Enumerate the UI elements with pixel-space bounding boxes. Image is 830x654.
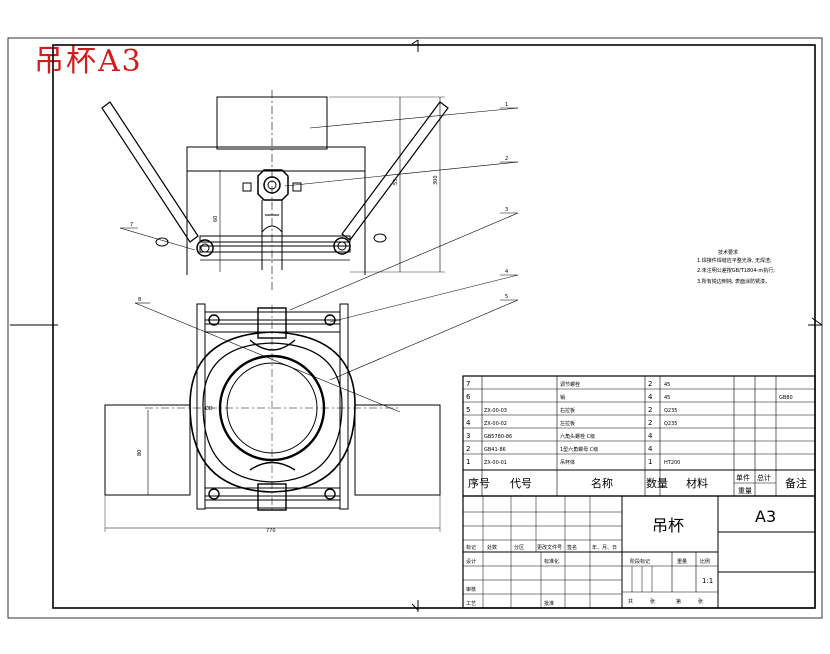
parts-cell-qty: 4: [648, 432, 653, 440]
parts-cell-no: 7: [466, 380, 470, 388]
hdr-name: 名称: [591, 476, 613, 490]
lbl-zone: 分区: [514, 544, 524, 551]
parts-cell-no: 5: [466, 406, 470, 414]
parts-cell-qty: 4: [648, 393, 653, 401]
lbl-weight: 重量: [677, 558, 687, 565]
parts-cell-no: 6: [466, 393, 471, 401]
parts-cell-name: 右拉板: [560, 407, 575, 414]
hdr-qty: 数量: [646, 477, 668, 490]
dim-left-height: 80: [137, 450, 143, 456]
balloon-2: 2: [505, 156, 508, 162]
balloon-8: 8: [138, 297, 141, 303]
drawing-frame: [52, 44, 816, 609]
lbl-page: 第: [676, 598, 681, 605]
lbl-approve: 批准: [544, 600, 554, 607]
hdr-no: 序号: [468, 476, 490, 490]
lbl-signature: 签名: [567, 544, 577, 551]
hdr-weight: 重量: [738, 487, 752, 495]
parts-cell-name: 左拉板: [560, 420, 575, 427]
parts-cell-code: ZX-00-03: [484, 408, 507, 414]
lbl-design: 设计: [466, 558, 476, 565]
sheet-border: [7, 37, 823, 619]
parts-cell-mat: 45: [664, 395, 670, 401]
dim-right-height-a: 300: [433, 175, 439, 185]
hdr-total: 总计: [757, 473, 771, 482]
lbl-sheets: 张: [650, 598, 655, 605]
cross-beam: [186, 146, 366, 172]
lbl-total: 共: [628, 598, 633, 605]
hdr-code: 代号: [510, 477, 532, 490]
lbl-page-unit: 张: [698, 598, 703, 605]
plan-view: [104, 303, 441, 532]
notes-line-1: 1.焊接件焊缝应平整光滑, 无焊渣;: [697, 257, 772, 264]
parts-cell-mat: Q235: [664, 421, 677, 427]
notes-line-2: 2.未注明公差按GB/T1804-m执行;: [697, 267, 775, 274]
dim-center: ØD: [205, 405, 213, 412]
scale-value: 1:1: [702, 577, 713, 585]
hdr-remark: 备注: [785, 476, 807, 490]
lbl-standard: 标准化: [544, 558, 559, 565]
right-arm: [341, 101, 449, 241]
sheet-size: A3: [755, 507, 776, 526]
parts-cell-no: 2: [466, 445, 470, 453]
parts-cell-qty: 2: [648, 419, 652, 427]
lbl-date: 年、月、日: [592, 544, 617, 551]
parts-cell-name: 销: [560, 394, 565, 401]
lbl-change: 更改文件号: [537, 544, 562, 551]
lbl-count: 处数: [487, 544, 497, 551]
parts-cell-note: GB80: [779, 395, 793, 401]
dim-small: 60: [213, 216, 219, 222]
lbl-mark: 标记: [466, 544, 476, 551]
parts-cell-mat: HT200: [664, 460, 680, 466]
notes-heading: 技术要求: [718, 249, 738, 256]
parts-cell-qty: 4: [648, 445, 653, 453]
parts-cell-code: GB41-86: [484, 447, 506, 453]
lbl-ratio: 比例: [700, 558, 710, 565]
drawing-title: 吊杯A3: [34, 44, 143, 79]
front-view: [101, 90, 449, 290]
centering-marks: [10, 39, 823, 612]
parts-cell-code: ZX-00-01: [484, 460, 507, 466]
dim-right-height-b: 55: [393, 179, 399, 185]
parts-cell-code: GB5780-86: [484, 434, 512, 440]
part-name: 吊杯: [652, 516, 684, 535]
balloon-3: 3: [505, 207, 508, 213]
balloon-1: 1: [505, 102, 508, 108]
notes-line-3: 3.所有锐边倒钝, 表面涂防锈漆。: [697, 278, 770, 285]
parts-cell-no: 3: [466, 432, 470, 440]
technical-notes: 技术要求 1.焊接件焊缝应平整光滑, 无焊渣; 2.未注明公差按GB/T1804…: [697, 249, 775, 285]
leader-lines: [119, 107, 519, 413]
lbl-process: 工艺: [466, 601, 476, 607]
parts-cell-no: 1: [466, 458, 470, 466]
parts-cell-mat: 45: [664, 382, 670, 388]
title-block: [462, 495, 816, 609]
parts-cell-name: 调节螺栓: [560, 381, 580, 388]
balloon-4: 4: [505, 269, 508, 275]
parts-cell-name: 六角头螺栓 C级: [560, 433, 595, 440]
parts-cell-code: ZX-00-02: [484, 421, 507, 427]
parts-cell-qty: 1: [648, 458, 652, 466]
lbl-review: 审核: [466, 586, 476, 593]
balloon-7: 7: [130, 222, 133, 228]
parts-cell-name: 1型六角螺母 C级: [560, 446, 598, 453]
balloon-5: 5: [505, 294, 508, 300]
cup-shell: [189, 331, 356, 493]
parts-cell-mat: Q235: [664, 408, 677, 414]
parts-cell-qty: 2: [648, 380, 652, 388]
parts-list: [462, 375, 816, 497]
parts-cell-no: 4: [466, 419, 471, 427]
hex-nut: [257, 169, 289, 201]
lbl-stage: 阶段标记: [630, 558, 650, 565]
dim-overall-width: 770: [266, 528, 276, 534]
parts-cell-name: 吊杯体: [560, 459, 575, 466]
hdr-material: 材料: [686, 476, 708, 490]
hdr-unit: 单件: [736, 473, 750, 482]
parts-cell-qty: 2: [648, 406, 652, 414]
left-arm: [101, 101, 199, 243]
